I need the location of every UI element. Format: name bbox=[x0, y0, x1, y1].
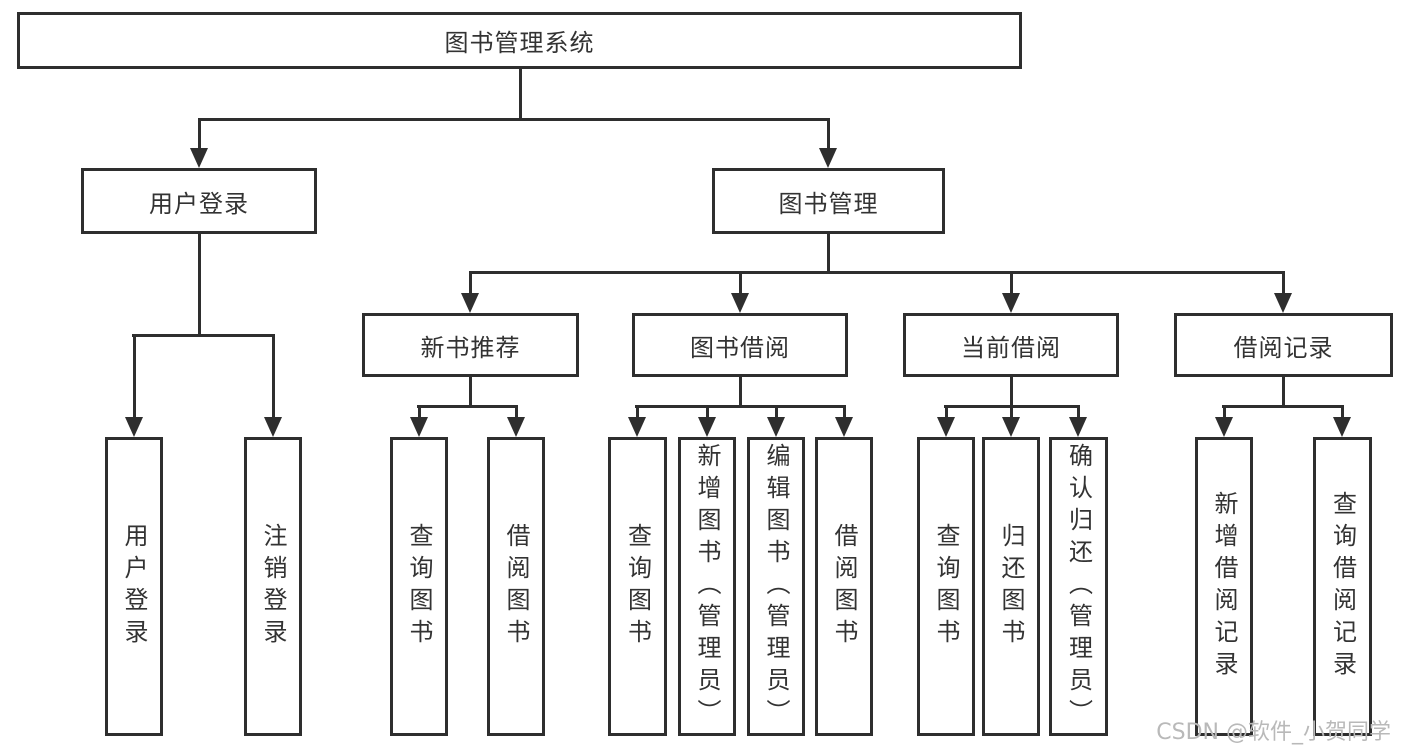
node-new-book-recommend: 新书推荐 bbox=[362, 313, 579, 377]
connector-vline bbox=[843, 405, 846, 419]
connector-arrowhead bbox=[1069, 417, 1087, 437]
connector-arrowhead bbox=[190, 148, 208, 168]
connector-arrowhead bbox=[819, 148, 837, 168]
leaf-bb-edit-books: 编辑图书（管理员） bbox=[747, 437, 805, 736]
leaf-user-login: 用户登录 bbox=[105, 437, 163, 736]
connector-vline bbox=[133, 334, 136, 419]
connector-arrowhead bbox=[1002, 417, 1020, 437]
leaf-bb-add-books: 新增图书（管理员） bbox=[678, 437, 736, 736]
connector-vline bbox=[636, 405, 639, 419]
leaf-bb-add-books-label: 新增图书（管理员） bbox=[693, 442, 721, 731]
connector-vline bbox=[418, 405, 421, 419]
connector-vline bbox=[1077, 405, 1080, 419]
leaf-br-query-record: 查询借阅记录 bbox=[1313, 437, 1372, 736]
leaf-bb-query-books: 查询图书 bbox=[608, 437, 667, 736]
connector-arrowhead bbox=[410, 417, 428, 437]
connector-arrowhead bbox=[461, 293, 479, 313]
connector-arrowhead bbox=[264, 417, 282, 437]
leaf-bb-query-books-label: 查询图书 bbox=[623, 522, 652, 651]
leaf-user-login-label: 用户登录 bbox=[120, 522, 148, 651]
leaf-nbr-borrow-books-label: 借阅图书 bbox=[502, 522, 530, 651]
connector-arrowhead bbox=[731, 293, 749, 313]
node-current-borrow: 当前借阅 bbox=[903, 313, 1119, 377]
connector-arrowhead bbox=[507, 417, 525, 437]
leaf-logout: 注销登录 bbox=[244, 437, 302, 736]
connector-arrowhead bbox=[628, 417, 646, 437]
connector-vline bbox=[198, 118, 201, 150]
node-book-management-label: 图书管理 bbox=[778, 189, 879, 218]
connector-arrowhead bbox=[937, 417, 955, 437]
connector-vline bbox=[272, 334, 275, 419]
connector-vline bbox=[1282, 377, 1285, 408]
node-book-management: 图书管理 bbox=[712, 168, 945, 234]
leaf-bb-edit-books-label: 编辑图书（管理员） bbox=[762, 442, 790, 731]
connector-hline bbox=[417, 405, 518, 408]
connector-hline bbox=[469, 271, 1285, 274]
leaf-bb-borrow-books-label: 借阅图书 bbox=[830, 522, 858, 651]
connector-hline bbox=[198, 118, 830, 121]
connector-hline bbox=[132, 334, 275, 337]
leaf-logout-label: 注销登录 bbox=[259, 522, 287, 651]
connector-arrowhead bbox=[698, 417, 716, 437]
leaf-cb-return-books-label: 归还图书 bbox=[997, 522, 1025, 651]
connector-vline bbox=[775, 405, 778, 419]
connector-vline bbox=[1010, 271, 1013, 297]
connector-vline bbox=[1282, 271, 1285, 297]
leaf-br-query-record-label: 查询借阅记录 bbox=[1328, 490, 1357, 683]
connector-arrowhead bbox=[767, 417, 785, 437]
connector-arrowhead bbox=[835, 417, 853, 437]
connector-vline bbox=[706, 405, 709, 419]
leaf-nbr-borrow-books: 借阅图书 bbox=[487, 437, 545, 736]
connector-vline bbox=[198, 233, 201, 337]
leaf-cb-return-books: 归还图书 bbox=[982, 437, 1040, 736]
node-user-login: 用户登录 bbox=[81, 168, 317, 234]
connector-arrowhead bbox=[1333, 417, 1351, 437]
connector-vline bbox=[1223, 405, 1226, 419]
node-book-borrow-label: 图书借阅 bbox=[690, 333, 790, 362]
connector-vline bbox=[1010, 405, 1013, 419]
connector-vline bbox=[1341, 405, 1344, 419]
connector-vline bbox=[469, 377, 472, 408]
node-user-login-label: 用户登录 bbox=[149, 189, 249, 218]
leaf-cb-query-books-label: 查询图书 bbox=[932, 522, 960, 651]
leaf-nbr-query-books: 查询图书 bbox=[390, 437, 448, 736]
node-new-book-recommend-label: 新书推荐 bbox=[420, 333, 521, 362]
leaf-nbr-query-books-label: 查询图书 bbox=[405, 522, 433, 651]
leaf-br-add-record: 新增借阅记录 bbox=[1195, 437, 1253, 736]
connector-arrowhead bbox=[1002, 293, 1020, 313]
connector-hline bbox=[635, 405, 846, 408]
connector-vline bbox=[1010, 377, 1013, 408]
leaf-br-add-record-label: 新增借阅记录 bbox=[1210, 490, 1238, 683]
connector-hline bbox=[1222, 405, 1344, 408]
connector-vline bbox=[515, 405, 518, 419]
connector-vline bbox=[469, 271, 472, 297]
leaf-cb-query-books: 查询图书 bbox=[917, 437, 975, 736]
leaf-cb-confirm-return: 确认归还（管理员） bbox=[1049, 437, 1108, 736]
node-borrow-records: 借阅记录 bbox=[1174, 313, 1393, 377]
node-root-label: 图书管理系统 bbox=[444, 29, 595, 57]
connector-arrowhead bbox=[125, 417, 143, 437]
leaf-bb-borrow-books: 借阅图书 bbox=[815, 437, 873, 736]
connector-vline bbox=[945, 405, 948, 419]
connector-vline bbox=[827, 118, 830, 150]
connector-arrowhead bbox=[1215, 417, 1233, 437]
node-book-borrow: 图书借阅 bbox=[632, 313, 848, 377]
leaf-cb-confirm-return-label: 确认归还（管理员） bbox=[1064, 442, 1093, 731]
node-borrow-records-label: 借阅记录 bbox=[1233, 333, 1334, 362]
connector-arrowhead bbox=[1274, 293, 1292, 313]
csdn-watermark: CSDN @软件_小贺同学 bbox=[1156, 720, 1391, 745]
connector-vline bbox=[739, 271, 742, 297]
node-current-borrow-label: 当前借阅 bbox=[961, 333, 1061, 362]
connector-vline bbox=[739, 377, 742, 408]
connector-vline bbox=[827, 234, 830, 274]
node-root: 图书管理系统 bbox=[17, 12, 1022, 69]
connector-vline bbox=[519, 69, 522, 118]
